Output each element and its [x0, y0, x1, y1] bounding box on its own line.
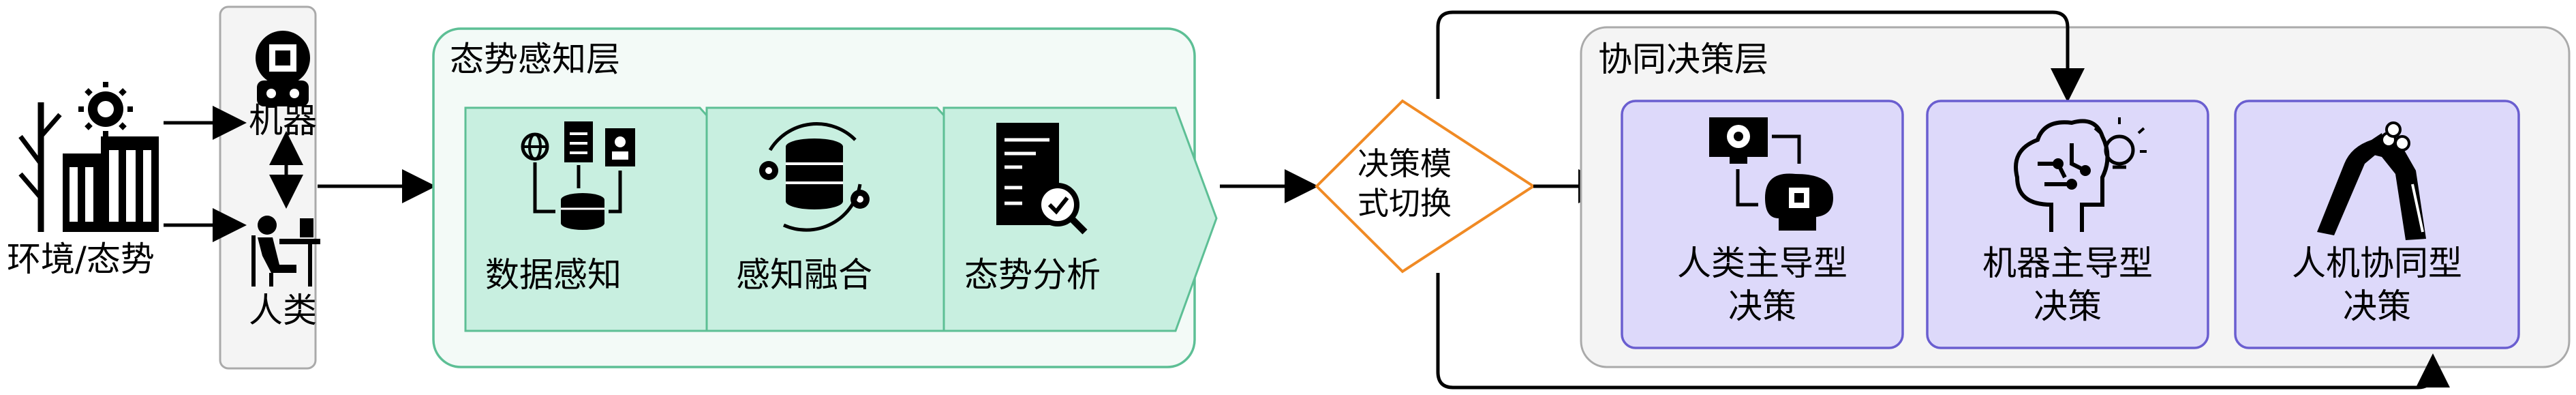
robot-icon	[256, 31, 310, 106]
mode-human-led	[1621, 100, 1904, 349]
mode-machine-led-label: 机器主导型决策	[1982, 244, 2153, 326]
human-at-desk-icon	[251, 216, 320, 287]
mode-human-led-label: 人类主导型决策	[1677, 244, 1847, 326]
human-robot-handshake-icon	[2317, 121, 2426, 240]
human-label: 人类	[249, 291, 317, 330]
top-loop-arrow	[1436, 10, 2085, 102]
report-magnifier-icon	[996, 123, 1088, 235]
step-analysis-label: 态势分析	[964, 255, 1101, 295]
bottom-loop-arrow	[1436, 273, 2450, 390]
mode-collaborative-label: 人机协同型决策	[2292, 244, 2462, 326]
decision-title: 协同决策层	[1598, 40, 1768, 79]
brain-circuit-icon	[2014, 117, 2147, 232]
step-data-sensing-label: 数据感知	[485, 255, 622, 295]
env-label: 环境/态势	[7, 239, 155, 279]
gear-monitor-head-icon	[1709, 117, 1833, 231]
switch-label: 决策模式切换	[1358, 145, 1452, 222]
building-tree-sun-icon	[18, 82, 159, 232]
switch-diamond	[1315, 99, 1536, 274]
step-analysis	[942, 106, 1218, 332]
data-sensing-icon	[521, 121, 635, 230]
database-gears-icon	[759, 122, 870, 232]
mode-machine-led	[1926, 100, 2209, 349]
step-fusion-label: 感知融合	[736, 255, 872, 295]
machine-label: 机器	[249, 101, 317, 141]
perception-title: 态势感知层	[450, 40, 620, 79]
mode-collaborative	[2234, 100, 2520, 349]
